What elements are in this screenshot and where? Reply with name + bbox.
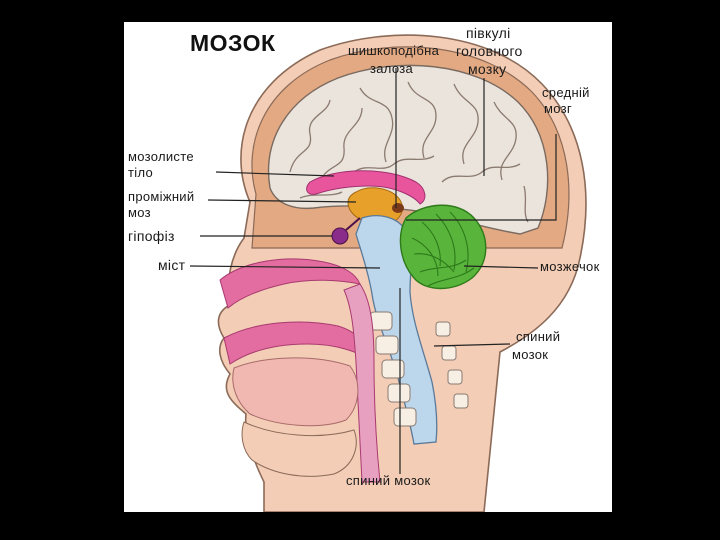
label-pons: міст [158,257,186,273]
label-corpus-line1: мозолисте [128,149,194,164]
diagram-panel: МОЗОК шишкоподібна залоза півкулі головн… [124,22,612,512]
diagram-title: МОЗОК [190,30,276,56]
jaw [241,421,357,477]
pineal-gland [392,203,404,213]
label-midbrain-line2: мозг [544,101,572,116]
leader-cerebellum [463,265,539,269]
corpus-callosum [306,170,426,205]
label-spinal-right-line2: мозок [512,347,549,362]
label-corpus-line2: тіло [128,165,154,180]
label-diencephalon-line1: проміжний [128,189,195,204]
leader-pons [189,265,381,269]
label-spinal-right-line1: спиний [516,329,561,344]
label-cerebellum: мозжечок [540,259,600,274]
label-hemispheres-line1: півкулі [466,25,511,41]
brain-gyri [289,81,529,223]
label-midbrain-line1: средній [542,85,590,100]
label-pituitary: гіпофіз [128,228,175,244]
cerebellum [399,204,487,290]
cerebral-hemispheres [267,64,549,235]
head-cross-section-illustration [189,34,587,512]
label-pineal-line2: залоза [370,61,413,76]
leader-midbrain [406,134,557,221]
tongue [232,357,359,427]
label-hemispheres-line2: головного [456,43,523,59]
label-diencephalon-line2: моз [128,205,151,220]
label-hemispheres-line3: мозку [468,61,507,77]
leader-lines [189,68,557,474]
leader-corpus [215,171,335,177]
label-pineal-line1: шишкоподібна [348,43,440,58]
leader-diencephalon [207,199,357,203]
pituitary-stalk [345,217,361,231]
label-spinal-bottom: спиний мозок [346,473,431,488]
pituitary-gland [331,227,349,245]
airway [343,283,381,483]
leader-spinal-right [433,343,511,347]
